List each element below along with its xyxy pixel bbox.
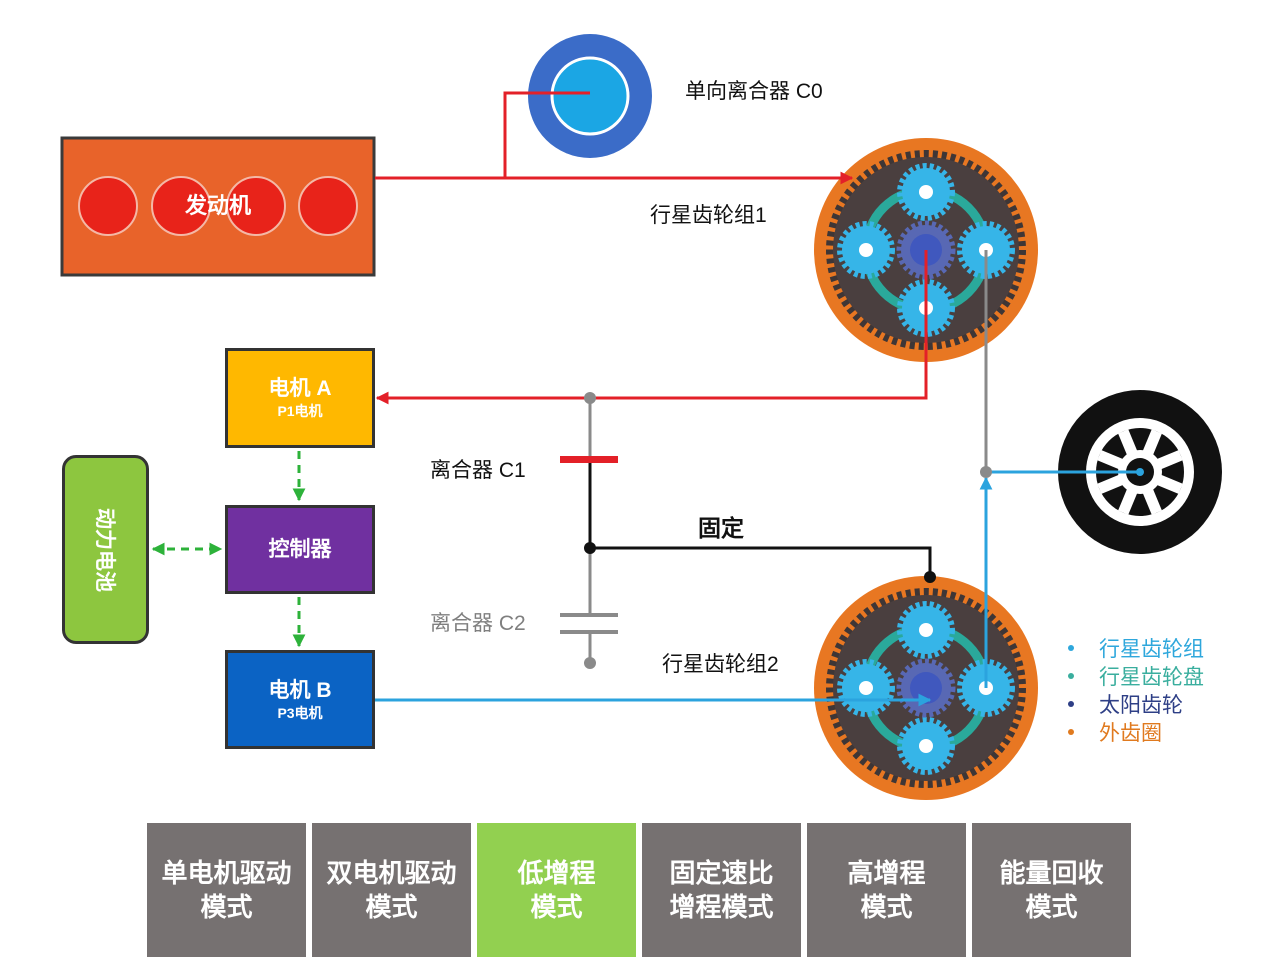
clutch-c2-plate-lower [560, 630, 618, 634]
legend: 行星齿轮组 行星齿轮盘 太阳齿轮 外齿圈 [1068, 634, 1204, 746]
legend-item: 太阳齿轮 [1068, 690, 1204, 718]
mode-tab-fixed-ratio-range-extend[interactable]: 固定速比 增程模式 [642, 823, 801, 957]
battery-label: 动力电池 [92, 507, 116, 592]
junction-dot [924, 571, 936, 583]
legend-item: 行星齿轮盘 [1068, 662, 1204, 690]
mode-tab-low-range-extend[interactable]: 低增程 模式 [477, 823, 636, 957]
mode-tab-line1: 低增程 [517, 858, 596, 888]
junction-dot [980, 466, 992, 478]
mode-tab-line1: 高增程 [847, 858, 926, 888]
mode-tab-line2: 模式 [1025, 892, 1078, 922]
legend-label: 行星齿轮组 [1099, 638, 1204, 661]
legend-label: 外齿圈 [1099, 722, 1162, 745]
planetary-gearset-2 [814, 576, 1038, 800]
engine-cylinder [151, 176, 211, 236]
engine-to-clutch-c0-line [503, 91, 590, 178]
junction-dot [584, 542, 596, 554]
legend-item: 行星齿轮组 [1068, 634, 1204, 662]
engine-cylinder [78, 176, 138, 236]
mode-tab-line1: 单电机驱动 [161, 858, 292, 888]
motor-b-box: 电机 B P3电机 [225, 650, 375, 749]
mode-tab-line1: 双电机驱动 [326, 858, 457, 888]
controller-label: 控制器 [268, 537, 332, 561]
legend-label: 行星齿轮盘 [1099, 666, 1204, 689]
motor-a-title: 电机 A [268, 377, 332, 400]
motor-a-box: 电机 A P1电机 [225, 348, 375, 448]
mode-tab-high-range-extend[interactable]: 高增程 模式 [807, 823, 966, 957]
legend-dot [1068, 645, 1074, 651]
motor-a-subtitle: P1电机 [277, 403, 323, 419]
mode-tab-line2: 模式 [530, 892, 583, 922]
controller-box: 控制器 [225, 505, 375, 594]
junction-dot [584, 657, 596, 669]
junction-dot [584, 392, 596, 404]
legend-dot [1068, 701, 1074, 707]
clutch-c0-label: 单向离合器 C0 [685, 80, 823, 103]
motor-b-subtitle: P3电机 [277, 704, 323, 721]
wheel-hub-dot [1136, 468, 1144, 476]
one-way-clutch-c0 [528, 34, 652, 158]
legend-dot [1068, 673, 1074, 679]
mode-tab-single-motor-drive[interactable]: 单电机驱动 模式 [147, 823, 306, 957]
gearset-1-label: 行星齿轮组1 [650, 204, 767, 227]
mode-tab-line1: 能量回收 [999, 858, 1104, 888]
legend-item: 外齿圈 [1068, 718, 1204, 746]
engine-cylinder [298, 176, 358, 236]
mode-tab-line2: 模式 [365, 892, 418, 922]
mode-tab-energy-recovery[interactable]: 能量回收 模式 [972, 823, 1131, 957]
engine-block: 发动机 [60, 136, 376, 277]
mode-tab-line2: 增程模式 [669, 892, 774, 922]
mode-tab-line2: 模式 [860, 892, 913, 922]
mode-tab-dual-motor-drive[interactable]: 双电机驱动 模式 [312, 823, 471, 957]
fixed-link-line [588, 463, 932, 577]
clutch-c1-plate [560, 456, 618, 463]
clutch-c1-label: 离合器 C1 [430, 459, 526, 482]
fixed-label: 固定 [698, 515, 744, 541]
battery-box: 动力电池 [62, 455, 149, 644]
mode-tab-line1: 固定速比 [669, 858, 774, 888]
motor-b-title: 电机 B [268, 678, 332, 702]
engine-label: 发动机 [184, 193, 251, 218]
gearset1-to-motor-a-line [375, 250, 928, 405]
legend-dot [1068, 729, 1074, 735]
engine-cylinder [226, 176, 286, 236]
legend-label: 太阳齿轮 [1099, 694, 1183, 717]
clutch-c2-plate-upper [560, 613, 618, 617]
clutch-c2-label: 离合器 C2 [430, 612, 526, 635]
gearset-2-label: 行星齿轮组2 [662, 653, 779, 676]
mode-tab-line2: 模式 [200, 892, 253, 922]
mode-tabs: 单电机驱动 模式 双电机驱动 模式 低增程 模式 固定速比 增程模式 高增程 模… [147, 823, 1131, 957]
